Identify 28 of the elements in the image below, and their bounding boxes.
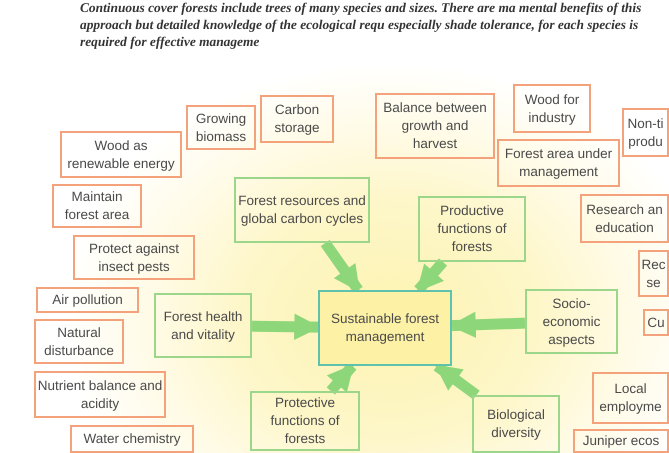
topic-box: Water chemistry (70, 425, 194, 453)
topic-box: Natural disturbance (34, 319, 124, 364)
topic-box: Carbon storage (260, 95, 334, 143)
topic-box: Research an education (580, 194, 669, 243)
topic-box: Non-ti produ (622, 108, 669, 157)
criterion-box: Productive functions of forests (418, 196, 526, 262)
topic-box: Protect against insect pests (73, 235, 195, 280)
topic-box: Wood for industry (513, 84, 591, 133)
topic-box: Maintain forest area (52, 184, 142, 228)
caption-text: Continuous cover forests include trees of many species and sizes. There are ma mental benefits of this approach but detailed knowledge of the ecological requ especially shade tolerance, for each species is required for effective manageme (80, 0, 642, 50)
topic-box: Cu (643, 309, 669, 336)
topic-box: Local employme (592, 372, 669, 424)
criterion-box: Biological diversity (472, 395, 560, 453)
criterion-box: Socio-economic aspects (525, 289, 618, 354)
topic-box: Growing biomass (186, 105, 256, 150)
topic-box: Balance between growth and harvest (375, 93, 495, 159)
topic-box: Nutrient balance and acidity (34, 371, 166, 418)
criterion-box: Forest resources and global carbon cycles (234, 177, 370, 243)
arrow (252, 314, 321, 340)
topic-box: Forest area under management (497, 139, 620, 187)
topic-box: Air pollution (36, 287, 139, 313)
topic-box: Juniper ecos (573, 429, 669, 453)
criterion-box: Protective functions of forests (250, 391, 360, 451)
topic-box: Wood as renewable energy (60, 131, 182, 178)
criterion-box: Forest health and vitality (154, 293, 252, 358)
arrow (449, 312, 526, 338)
topic-box: Rec se (638, 250, 669, 297)
central-box: Sustainable forest management (318, 290, 452, 366)
